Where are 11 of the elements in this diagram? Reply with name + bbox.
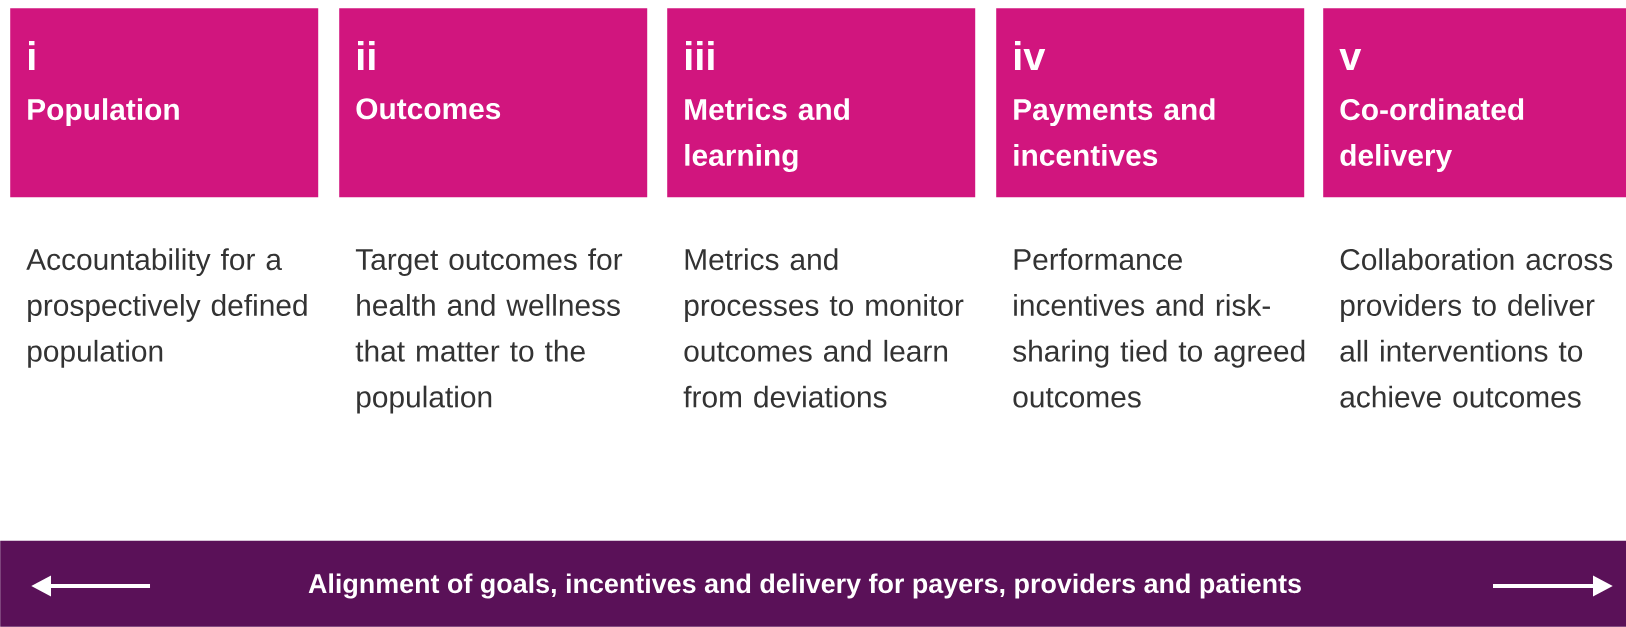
heading-box: v Co-ordinated delivery	[1323, 8, 1626, 198]
description-text: Performance incentives and risk-sharing tied to agreed outcomes	[1013, 248, 1305, 408]
banner-band: Alignment of goals, incentives and delivery for payers, providers and patients	[0, 540, 1626, 627]
heading-box: i Population	[10, 8, 319, 198]
description-text: Target outcomes for health and wellness that matter to the population	[355, 248, 623, 414]
description-text: Collaboration across providers to deliver all interventions to achieve outcomes	[1340, 248, 1613, 408]
heading-box: iv Payments and incentives	[996, 8, 1305, 198]
heading-box: ii Outcomes	[339, 8, 648, 198]
heading-box: iii Metrics and learning	[667, 8, 976, 198]
description-text: Metrics and processes to monitor outcomes and learn from deviations	[683, 248, 964, 408]
description-text: Accountability for a prospectively defined population	[26, 248, 307, 368]
